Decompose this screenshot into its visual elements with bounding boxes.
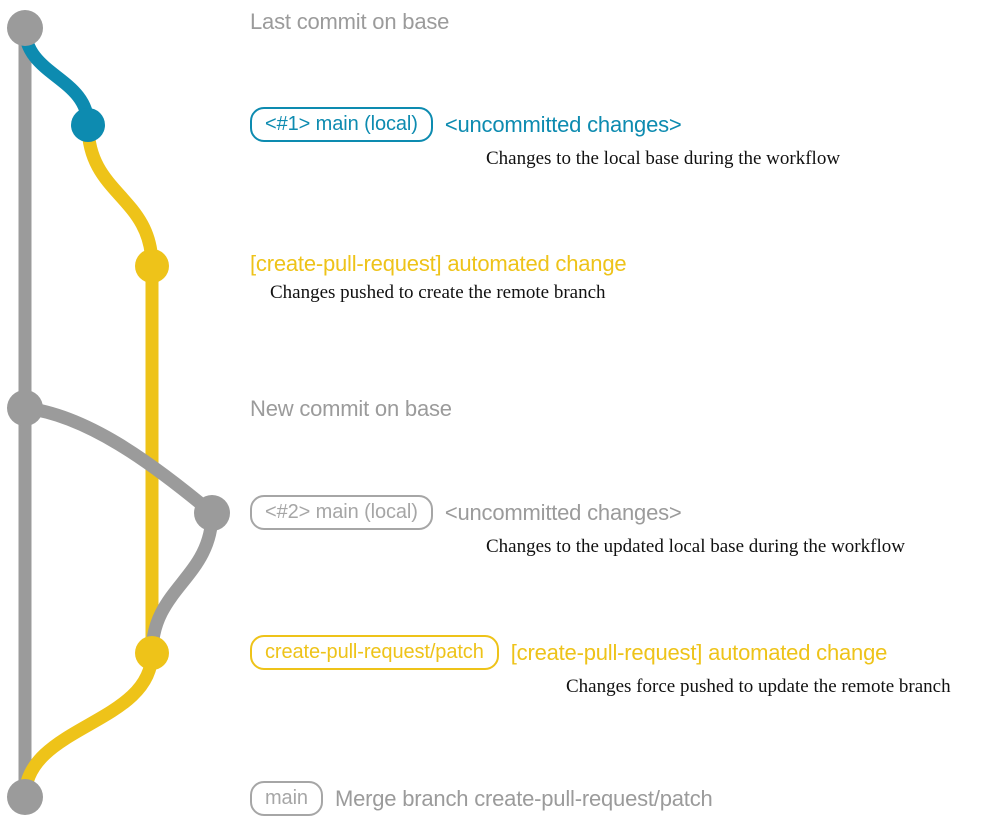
merge-commit-node (7, 779, 43, 815)
edge-local-2-to-remote-2 (145, 506, 219, 660)
commit-subject-local-1: <uncommitted changes> (444, 111, 682, 137)
commit-row-local-1: <#1> main (local) <uncommitted changes> Ch… (250, 107, 840, 170)
commit-row-new-commit-on-base: New commit on base (250, 397, 452, 421)
ref-badge-local-2[interactable]: <#2> main (local) (250, 495, 433, 530)
commit-subject-automated-change-1: [create-pull-request] automated change (250, 251, 627, 276)
last-commit-on-base-node (7, 10, 43, 46)
edge-remote-2-to-merge (18, 646, 159, 804)
commit-subject-new-commit-on-base: New commit on base (250, 396, 452, 421)
commit-row-head: Last commit on base (250, 10, 449, 34)
edge-base-new-to-local-2 (18, 401, 219, 520)
local-commit-2-node (194, 495, 230, 531)
commit-note-automated-change-2: Changes force pushed to update the remot… (566, 676, 951, 697)
commit-row-head: [create-pull-request] automated change (250, 251, 627, 276)
commit-row-head: <#2> main (local) <uncommitted changes> (250, 495, 905, 530)
commit-row-head: main Merge branch create-pull-request/pat… (250, 781, 713, 816)
commit-subject-automated-change-2: [create-pull-request] automated change (510, 639, 888, 665)
remote-commit-2-node (135, 636, 169, 670)
commit-row-head: create-pull-request/patch [create-pull-re… (250, 635, 951, 670)
commit-row-last-commit-on-base: Last commit on base (250, 10, 449, 34)
commit-row-local-2: <#2> main (local) <uncommitted changes> Ch… (250, 495, 905, 558)
ref-badge-merge-commit[interactable]: main (250, 781, 323, 816)
commit-subject-merge-commit: Merge branch create-pull-request/patch (334, 785, 713, 811)
ref-badge-automated-change-2[interactable]: create-pull-request/patch (250, 635, 499, 670)
remote-commit-1-node (135, 249, 169, 283)
commit-row-head: <#1> main (local) <uncommitted changes> (250, 107, 840, 142)
commit-subject-last-commit-on-base: Last commit on base (250, 9, 450, 34)
local-commit-1-node (71, 108, 105, 142)
commit-note-local-2: Changes to the updated local base during… (486, 536, 905, 557)
commit-row-automated-change-2: create-pull-request/patch [create-pull-re… (250, 635, 951, 698)
graph-nodes (7, 10, 230, 815)
commit-note-local-1: Changes to the local base during the wor… (486, 148, 841, 169)
commit-row-merge-commit: main Merge branch create-pull-request/pat… (250, 781, 713, 816)
commit-note-automated-change-1: Changes pushed to create the remote bran… (270, 282, 606, 303)
edge-local-1-to-remote-1 (81, 118, 159, 273)
commit-subject-local-2: <uncommitted changes> (444, 499, 682, 525)
commit-row-head: New commit on base (250, 397, 452, 421)
ref-badge-local-1[interactable]: <#1> main (local) (250, 107, 433, 142)
new-commit-on-base-node (7, 390, 43, 426)
